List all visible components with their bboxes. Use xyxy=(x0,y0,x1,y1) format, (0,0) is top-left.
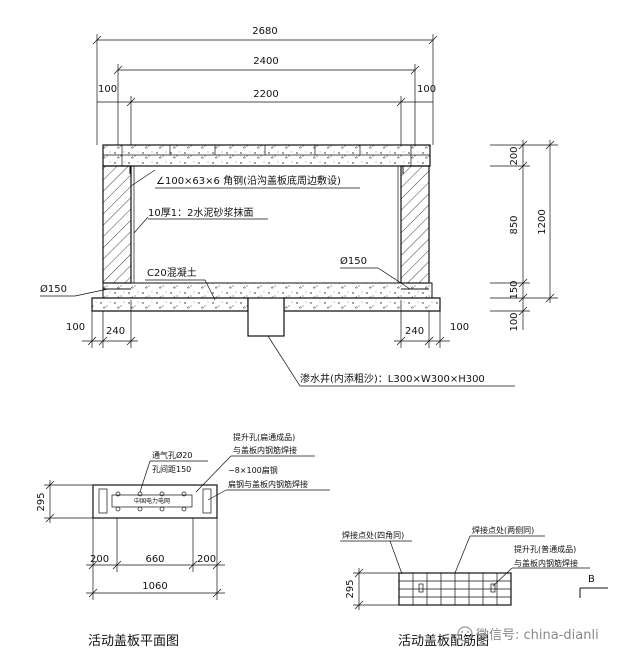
label-plaster: 10厚1：2水泥砂浆抹面 xyxy=(148,206,253,219)
cover-plate-text-box xyxy=(111,494,193,508)
dim-right-total: 1200 xyxy=(537,209,548,234)
vent-hole-icon xyxy=(137,506,143,512)
dim-overall: 2680 xyxy=(92,26,438,145)
cover-plate-outline xyxy=(92,484,218,519)
dim-plan-mid: 660 xyxy=(145,554,164,565)
label-vent-hole: 通气孔Ø20 xyxy=(152,450,192,460)
lift-hole-right-icon xyxy=(490,583,496,593)
dim-plan-total: 1060 xyxy=(142,581,167,592)
dim-bottom-left-wall: 240 xyxy=(106,326,125,337)
label-plan-lift-2: 与盖板内钢筋焊接 xyxy=(233,445,297,455)
vent-hole-icon xyxy=(181,491,187,497)
dim-bottom-right-outer: 100 xyxy=(450,322,469,333)
label-plan-lift-1: 提升孔(扁通成品) xyxy=(233,432,295,442)
label-pipe-right: Ø150 xyxy=(340,255,367,267)
dim-clear-text: 2200 xyxy=(253,89,278,100)
vent-hole-icon xyxy=(181,506,187,512)
vent-hole-icon xyxy=(115,491,121,497)
dim-overall-text: 2680 xyxy=(252,26,277,37)
dim-right-chain: 200 850 150 1200 100 xyxy=(490,140,558,332)
section-mark-b: B xyxy=(579,574,608,598)
watermark: 微信号: china-dianli xyxy=(457,626,599,643)
wechat-icon xyxy=(457,626,473,642)
cover-plan-view: 中国电力电网 通气孔Ø20 孔间距150 提升孔(扁通成品) 与盖板内钢筋焊接 … xyxy=(36,432,330,649)
dim-plan-right: 200 xyxy=(197,554,216,565)
label-angle-steel: ∠100×63×6 角钢(沿沟盖板底周边敷设) xyxy=(156,174,341,187)
flat-steel-left xyxy=(98,488,108,514)
dim-side-left: 100 xyxy=(98,84,117,95)
flat-steel-right xyxy=(202,488,212,514)
label-concrete: C20混凝土 xyxy=(147,266,197,279)
vent-hole-icon xyxy=(159,491,165,497)
section-view: 2680 2400 2200 100 100 xyxy=(40,26,558,387)
label-seepage-well: 渗水井(内添粗沙)：L300×W300×H300 xyxy=(300,372,485,385)
lift-hole-left-icon xyxy=(418,583,424,593)
dim-plan-left: 200 xyxy=(90,554,109,565)
dim-side-right: 100 xyxy=(417,84,436,95)
label-flat-steel-1: −8×100扁钢 xyxy=(228,465,278,475)
label-weld-side: 焊接点处(两侧同) xyxy=(472,525,534,535)
watermark-text: 微信号: china-dianli xyxy=(476,628,599,643)
dim-inner-text: 2400 xyxy=(253,56,278,67)
leader-angle-steel xyxy=(130,169,156,187)
dim-rebar-height: 295 xyxy=(345,579,356,598)
dim-clear: 2200 100 100 xyxy=(97,84,436,145)
dim-plan-height: 295 xyxy=(36,492,47,511)
wall-left xyxy=(102,165,132,284)
wall-right xyxy=(400,165,430,284)
rebar-title: 活动盖板配筋图 xyxy=(398,633,489,649)
label-weld-corner: 焊接点处(四角同) xyxy=(342,530,404,540)
dim-right-base: 150 xyxy=(509,280,520,299)
dim-right-cover: 200 xyxy=(509,146,520,165)
rebar-view: 焊接点处(四角同) 焊接点处(两侧同) 提升孔(普通成品) 与盖板内钢筋焊接 2… xyxy=(340,525,608,649)
vent-hole-icon xyxy=(115,506,121,512)
dim-bottom-right-wall: 240 xyxy=(405,326,424,337)
plan-title: 活动盖板平面图 xyxy=(88,634,179,649)
label-vent-spacing: 孔间距150 xyxy=(152,465,191,474)
cover-plate-text: 中国电力电网 xyxy=(134,497,170,505)
dim-right-below: 100 xyxy=(509,312,520,331)
rebar-grid xyxy=(399,573,511,605)
dim-bottom-chain: 100 240 240 100 xyxy=(66,300,469,348)
leader-plaster xyxy=(133,216,149,234)
cover-slab xyxy=(102,144,431,167)
dim-bottom-left-outer: 100 xyxy=(66,322,85,333)
section-mark-letter: B xyxy=(588,574,595,585)
leader-seepage-well xyxy=(267,335,301,387)
label-flat-steel-2: 扁钢与盖板内钢筋焊接 xyxy=(228,479,308,489)
dim-right-wall: 850 xyxy=(509,215,520,234)
seepage-well xyxy=(247,297,285,337)
vent-hole-icon xyxy=(159,506,165,512)
label-rebar-lift-2: 与盖板内钢筋焊接 xyxy=(514,558,578,568)
label-pipe-left: Ø150 xyxy=(40,283,67,295)
dim-inner: 2400 xyxy=(113,56,420,145)
label-rebar-lift-1: 提升孔(普通成品) xyxy=(514,544,576,554)
